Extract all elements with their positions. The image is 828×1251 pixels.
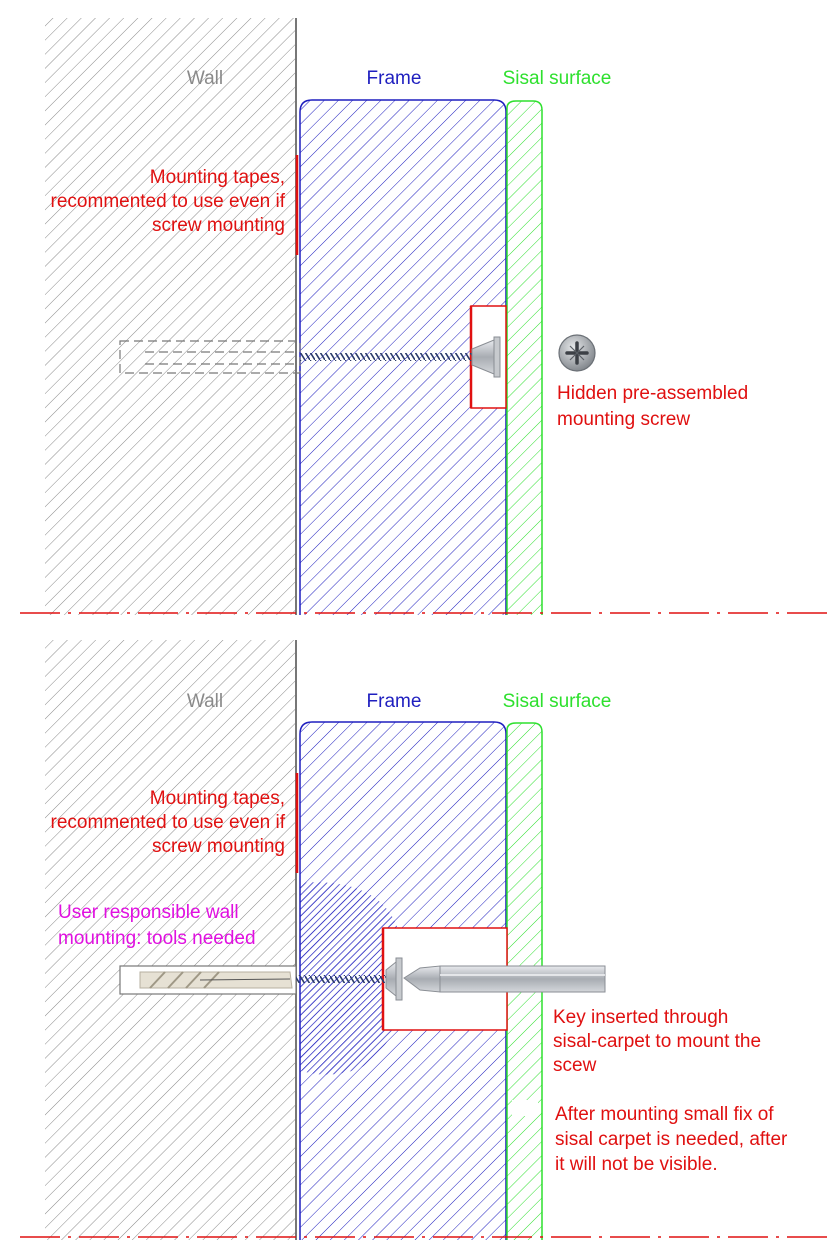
bottom-section: Wall Frame Sisal surface Mounting tapes,… [45,640,788,1240]
fix-note-line-2: sisal carpet is needed, after [555,1129,788,1150]
wall-section [45,640,296,1240]
key-note-line-3: scew [553,1055,597,1076]
sisal-surface-label: Sisal surface [503,691,612,712]
top-section: Wall Frame Sisal surface Mounting tapes,… [45,18,748,615]
hidden-mounting-screw [300,336,501,378]
tapes-note-line-2: recommented to use even if [51,812,286,833]
fix-note-line-1: After mounting small fix of [555,1104,774,1125]
sisal-cut [512,1100,538,1116]
user-note-line-1: User responsible wall [58,902,239,923]
screw-note-line-1: Hidden pre-assembled [557,383,748,404]
tapes-note-line-3: screw mounting [152,836,285,857]
sisal-surface-label: Sisal surface [503,68,612,89]
tapes-note-line-2: recommented to use even if [51,191,286,212]
fix-note-line-3: it will not be visible. [555,1154,718,1175]
wall-label: Wall [187,68,223,89]
key-note-line-2: sisal-carpet to mount the [553,1031,761,1052]
tapes-note-line-3: screw mounting [152,215,285,236]
user-note-line-2: mounting: tools needed [58,928,256,949]
frame-label: Frame [367,68,422,89]
screwdriver-bit-icon [403,965,606,993]
tapes-note-line-1: Mounting tapes, [150,788,285,809]
wall-label: Wall [187,691,223,712]
screw-note-line-2: mounting screw [557,409,690,430]
tapes-note-line-1: Mounting tapes, [150,167,285,188]
key-note-line-1: Key inserted through [553,1007,728,1028]
wall-mounting-screw [296,957,403,1001]
wall-section [45,18,296,615]
frame-label: Frame [367,691,422,712]
sisal-surface-section [506,100,543,615]
phillips-screw-head-icon [558,334,596,372]
wall-plug-anchor-icon [119,965,297,995]
